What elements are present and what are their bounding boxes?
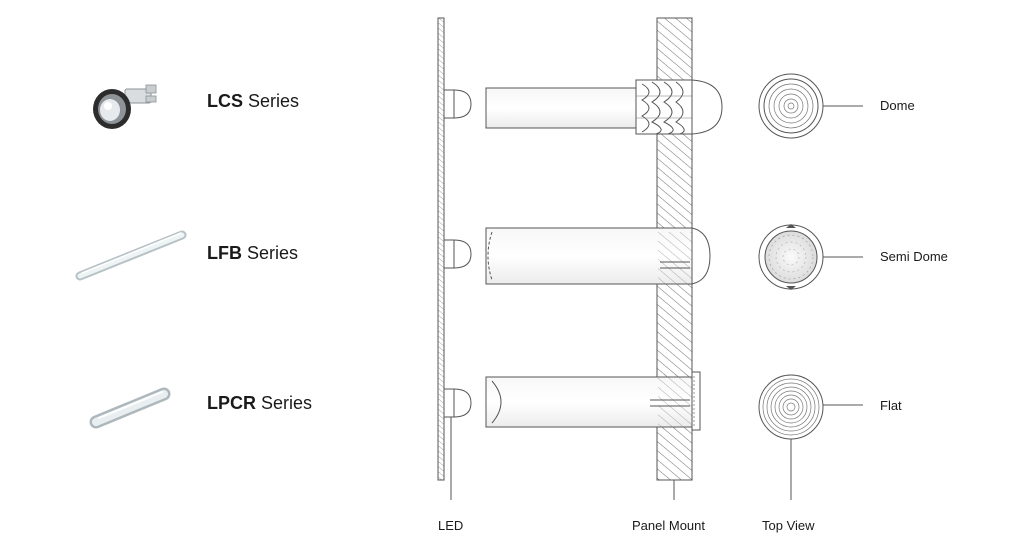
series-suffix: Series — [248, 91, 300, 111]
series-suffix: Series — [261, 393, 313, 413]
lens-label-semi-dome: Semi Dome — [880, 249, 948, 264]
lcs-product-icon — [93, 84, 157, 129]
series-label-lcs: LCS Series — [207, 91, 299, 112]
series-suffix: Series — [247, 243, 299, 263]
top-view-label: Top View — [762, 518, 815, 533]
panel-mount-label: Panel Mount — [632, 518, 705, 533]
led-3 — [443, 388, 472, 418]
lfb-product-icon — [75, 230, 187, 281]
series-code: LCS — [207, 91, 243, 111]
series-code: LPCR — [207, 393, 256, 413]
led-board — [437, 17, 445, 481]
flat-top-view — [758, 374, 824, 440]
series-label-lpcr: LPCR Series — [207, 393, 312, 414]
led-1 — [443, 89, 472, 119]
lpcr-light-pipe — [485, 371, 701, 431]
series-label-lfb: LFB Series — [207, 243, 298, 264]
lfb-light-pipe — [485, 227, 711, 285]
dome-top-view — [758, 73, 824, 139]
series-code: LFB — [207, 243, 242, 263]
led-2 — [443, 239, 472, 269]
lcs-light-pipe — [485, 79, 723, 135]
semi-dome-top-view — [758, 224, 824, 290]
lens-label-flat: Flat — [880, 398, 902, 413]
lens-leader-lines — [823, 105, 863, 406]
lens-label-dome: Dome — [880, 98, 915, 113]
lpcr-product-icon — [89, 387, 171, 429]
led-label: LED — [438, 518, 464, 533]
